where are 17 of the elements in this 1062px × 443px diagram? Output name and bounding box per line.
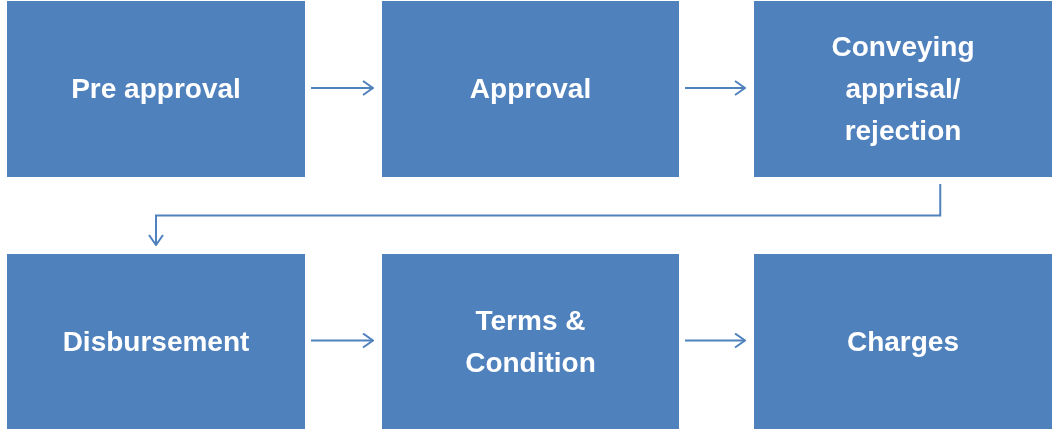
process-box — [754, 254, 1052, 429]
step-label: Approval — [469, 72, 592, 106]
process-box — [754, 1, 1052, 177]
arrow — [148, 183, 942, 246]
process-box — [382, 254, 679, 429]
process-box — [382, 1, 679, 177]
arrow — [310, 80, 374, 96]
step-label: Pre approval — [71, 72, 241, 106]
process-box — [7, 254, 305, 429]
step-label: Charges — [846, 324, 959, 359]
arrow — [684, 80, 746, 96]
step-label: Terms & Condition — [464, 303, 597, 380]
process-box — [7, 1, 305, 177]
arrow — [684, 332, 746, 349]
step-label: Disbursement — [62, 324, 250, 359]
arrow — [310, 332, 374, 349]
step-label: Conveying apprisal/ rejection — [830, 30, 976, 148]
